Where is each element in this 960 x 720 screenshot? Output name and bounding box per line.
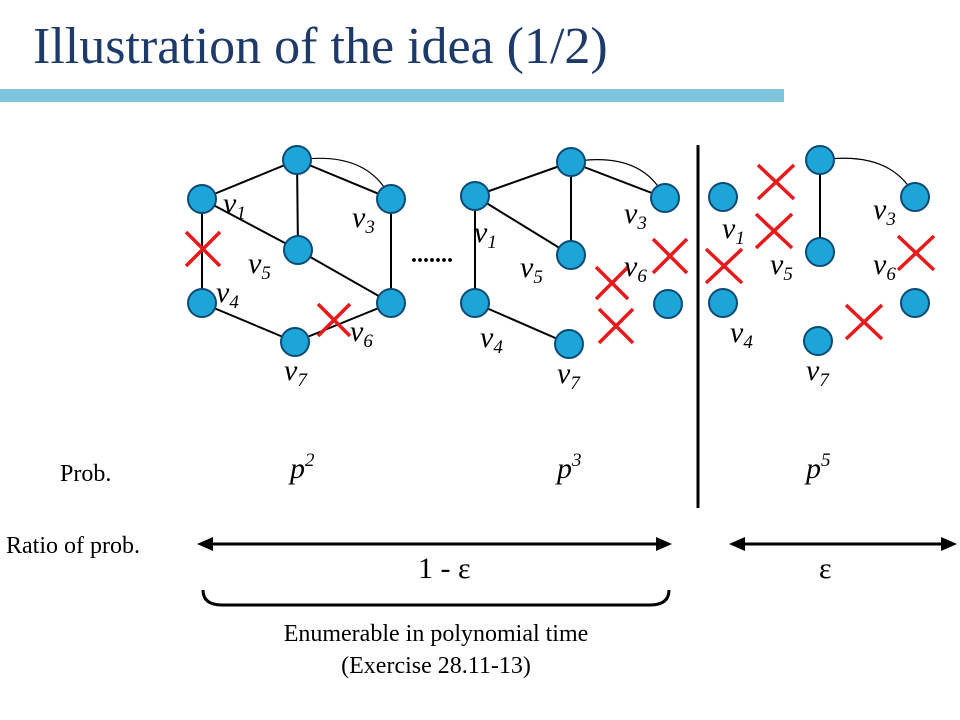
graph-3-crosses: [704, 163, 936, 341]
vertex-v7: [803, 326, 833, 356]
enumerable-line-1: Enumerable in polynomial time: [284, 621, 589, 647]
graph-1-vertices: [187, 145, 406, 357]
vertex: [805, 145, 835, 175]
label-v7: v7: [806, 354, 830, 391]
cross-mark: [844, 303, 884, 341]
label-v6: v6: [350, 315, 373, 352]
cross-mark: [316, 302, 352, 338]
vertex-v1: [708, 182, 738, 212]
label-v3: v3: [352, 201, 375, 238]
vertex-v5: [556, 240, 586, 270]
graph-2-crosses: [594, 237, 689, 345]
edge: [297, 249, 392, 304]
graph-1-labels: v1 v3 v5 v4 v6 v7: [216, 187, 375, 391]
edge: [294, 302, 392, 343]
cross-mark: [754, 212, 794, 250]
label-v6: v6: [624, 250, 647, 287]
cross-mark: [756, 163, 796, 201]
cross-mark: [597, 307, 635, 345]
label-v3: v3: [873, 193, 896, 230]
graph-1: [201, 157, 392, 343]
label-v5: v5: [520, 251, 543, 288]
edge: [296, 159, 299, 251]
edge: [201, 159, 298, 200]
ratio-label: Ratio of prob.: [6, 533, 140, 559]
edge: [201, 302, 296, 343]
label-v7: v7: [284, 354, 308, 391]
enumerable-line-2: (Exercise 28.11-13): [341, 653, 531, 679]
label-v5: v5: [248, 247, 271, 284]
label-v6: v6: [873, 248, 896, 285]
vertex-v6: [376, 288, 406, 318]
vertex-v1: [187, 184, 217, 214]
edge: [296, 159, 392, 200]
edge: [570, 161, 666, 199]
label-v4: v4: [216, 276, 239, 313]
label-v1: v1: [474, 216, 497, 253]
bottom-brace: [201, 589, 671, 607]
vertex-v3: [900, 182, 930, 212]
label-v7: v7: [557, 357, 581, 394]
label-v5: v5: [770, 248, 793, 285]
graph-1-crosses: [184, 230, 352, 338]
label-v4: v4: [730, 316, 753, 353]
label-v3: v3: [624, 197, 647, 234]
label-v4: v4: [480, 321, 503, 358]
edge: [201, 198, 299, 251]
edge: [474, 195, 572, 256]
vertex-v5: [805, 237, 835, 267]
ratio-left-value: 1 - ε: [418, 552, 471, 585]
label-v1: v1: [722, 212, 745, 249]
prob-graph-3: p5: [804, 450, 831, 485]
graph-3-vertices: [708, 145, 930, 356]
vertex-v4: [460, 288, 490, 318]
edge: [474, 161, 572, 197]
arrow-left-range: [197, 537, 672, 551]
prob-graph-1: p2: [288, 450, 315, 485]
vertex: [282, 145, 312, 175]
edge: [474, 302, 570, 345]
title-underline-bar: [0, 89, 784, 102]
vertex-v7: [280, 327, 310, 357]
vertex-v3: [376, 184, 406, 214]
graph-3-labels: v1 v3 v5 v6 v4 v7: [722, 193, 896, 391]
graph-2: [474, 159, 666, 345]
vertex-v6: [653, 289, 683, 319]
cross-mark: [651, 237, 689, 275]
cross-mark: [184, 230, 222, 268]
vertex-v7: [554, 329, 584, 359]
vertex-v6: [900, 288, 930, 318]
prob-label: Prob.: [60, 461, 111, 487]
ellipsis: .......: [411, 242, 453, 268]
graph-2-labels: v1 v3 v5 v6 v4 v7: [474, 197, 647, 394]
vertex-v4: [708, 288, 738, 318]
cross-mark: [594, 265, 630, 301]
cross-mark: [704, 247, 744, 285]
vertex-v3: [650, 183, 680, 213]
vertex-v1: [460, 181, 490, 211]
cross-mark: [896, 234, 936, 272]
prob-graph-2: p3: [555, 450, 582, 485]
arrow-right-range: [729, 537, 957, 551]
graph-2-vertices: [460, 147, 683, 359]
ratio-right-value: ε: [819, 552, 832, 585]
vertex-v4: [187, 288, 217, 318]
vertex-v5: [283, 235, 313, 265]
vertex: [556, 147, 586, 177]
slide-title: Illustration of the idea (1/2): [33, 18, 608, 75]
label-v1: v1: [223, 187, 246, 224]
